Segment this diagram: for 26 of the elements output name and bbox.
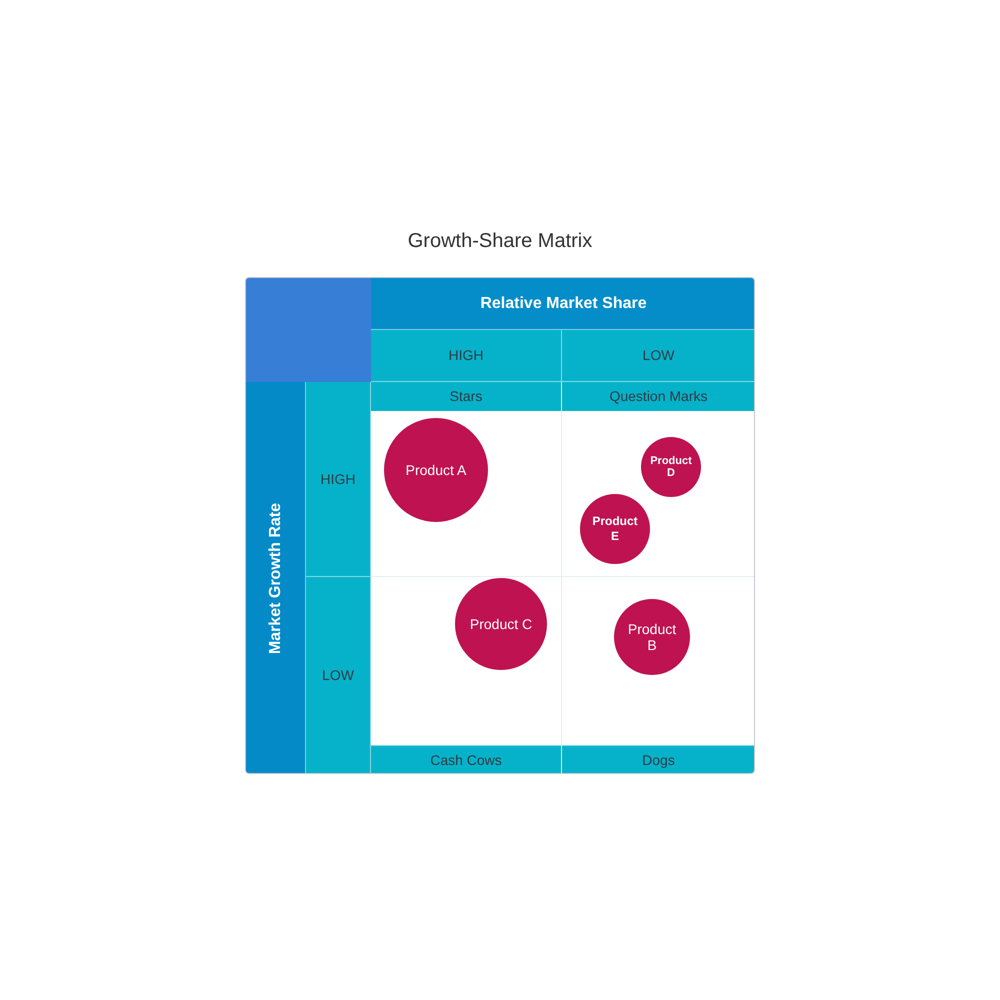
quadrant-label: Stars <box>450 387 482 406</box>
quadrant-label: Dogs <box>642 750 675 770</box>
quadrant <box>562 382 754 577</box>
quadrant <box>371 577 562 773</box>
axis-title: Relative Market Share <box>480 294 647 314</box>
level-label: LOW <box>322 666 354 685</box>
quadrant-label: Cash Cows <box>430 750 502 770</box>
level-label: HIGH <box>448 346 484 365</box>
level-label: LOW <box>642 346 674 365</box>
bubble-label: Product C <box>470 614 532 634</box>
level-header <box>371 330 562 382</box>
axis-header <box>246 382 306 773</box>
level-header <box>562 330 754 382</box>
axis-header <box>371 278 754 330</box>
bubble-label: Product B <box>626 621 678 653</box>
quadrant-label: Question Marks <box>609 387 708 406</box>
level-header <box>306 577 371 773</box>
bubble-label: Product D <box>649 455 693 479</box>
bubble-label: Product A <box>406 460 466 480</box>
corner-block <box>246 278 371 382</box>
axis-title: Market Growth Rate <box>266 502 284 654</box>
quadrant <box>371 382 562 577</box>
bubble-label: Product E <box>591 514 639 544</box>
chart-title: Growth-Share Matrix <box>408 229 592 254</box>
level-header <box>306 382 371 577</box>
level-label: HIGH <box>320 470 356 488</box>
